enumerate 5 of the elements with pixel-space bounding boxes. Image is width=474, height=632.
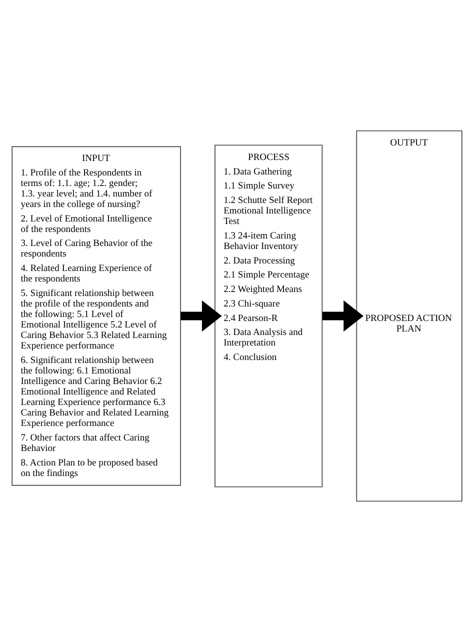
- node-box: OUTPUT PROPOSED ACTION PLAN: [356, 130, 462, 502]
- arrow: [322, 300, 364, 332]
- node-box: INPUT 1. Profile of the Respondents in terms of: 1.1. age; 1.2. gender; 1.3. year level; and 1.4. number of years in the college of nursing? 2. Level of Emotional Intelligence of the respondents 3. Level of Caring Behavior of the respondents 4. Related Learning Experience of the respondents 5. Significant relationship between the profile of the respondents and the following: 5.1 Level of Emotional Intelligence 5.2 Level of Caring Behavior 5.3 Related Learning Experience performance 6. Significant relationship between the following: 6.1 Emotional Intelligence and Caring Behavior 6.2 Emotional Intelligence and Related Learning Experience performance 6.3 Caring Behavior and Related Learning Experience performance 7. Other factors that affect Caring Behavior 8. Action Plan to be proposed based on the findings: [12, 146, 182, 486]
- node-box: PROCESS 1. Data Gathering 1.1 Simple Survey 1.2 Schutte Self Report Emotional Intelligence Test 1.3 24-item Caring Behavior Inventory 2. Data Processing 2.1 Simple Percentage 2.2 Weighted Means 2.3 Chi-square 2.4 Pearson-R 3. Data Analysis and Interpretation 4. Conclusion: [214, 144, 323, 488]
- arrow: [180, 300, 222, 332]
